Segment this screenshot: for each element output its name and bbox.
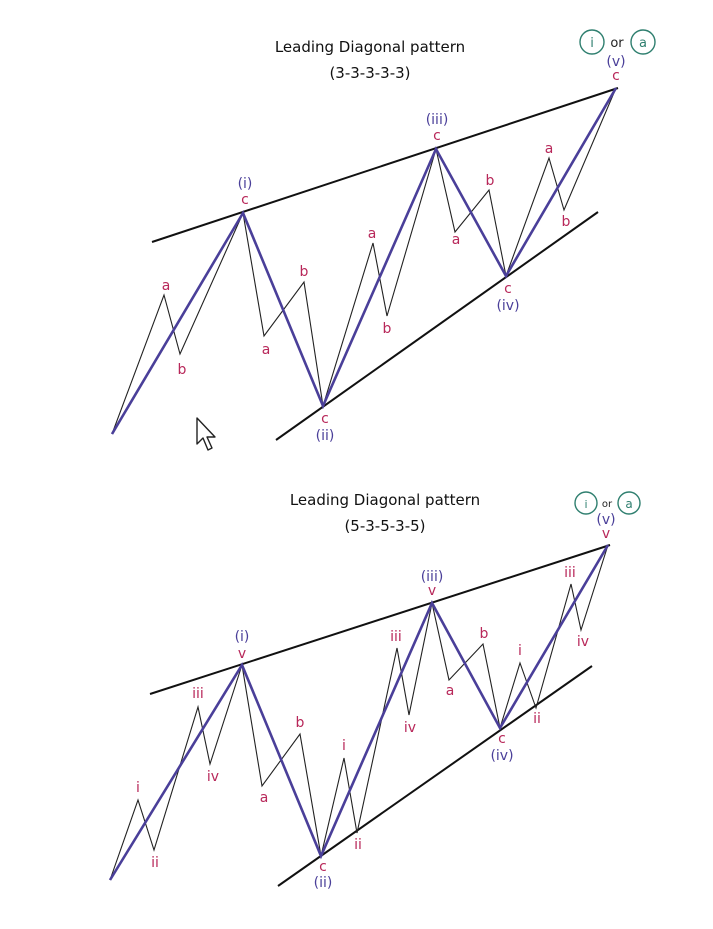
label-w1-i: i: [136, 780, 140, 796]
badge-circle-a: [630, 29, 656, 55]
mouse-pointer-icon: [196, 417, 216, 451]
upper-trendline: [151, 87, 619, 243]
label-w2-a: a: [262, 342, 271, 358]
label-w3-i: i: [342, 738, 346, 754]
main-wave-line: [110, 87, 618, 435]
label-w1-ii: ii: [151, 855, 159, 871]
label-wave-2: (ii): [316, 428, 335, 444]
label-wave-4: (iv): [496, 298, 519, 314]
label-w1-iv: iv: [207, 769, 219, 785]
badge-i: i: [590, 36, 594, 51]
label-w2-c: c: [319, 859, 327, 875]
label-w3-iii: iii: [390, 629, 402, 645]
diagram-subtitle: (5-3-5-3-5): [344, 517, 425, 535]
label-w2-a: a: [260, 790, 269, 806]
label-w4-a: a: [452, 232, 461, 248]
label-w4-c: c: [504, 281, 512, 297]
label-wave-5: (v): [596, 512, 615, 528]
lower-trendline: [275, 211, 599, 441]
label-w3-c: c: [433, 128, 441, 144]
diagram-title: Leading Diagonal pattern: [275, 38, 465, 56]
diagram-3-3-3-3-3: Leading Diagonal pattern (3-3-3-3-3) i o…: [110, 29, 656, 451]
label-w1-c: c: [241, 192, 249, 208]
label-w3-a: a: [368, 226, 377, 242]
badge: i or a: [579, 29, 656, 55]
label-w5-iii: iii: [564, 565, 576, 581]
badge-i: i: [584, 498, 587, 511]
label-w5-ii: ii: [533, 711, 541, 727]
label-w5-iv: iv: [577, 634, 589, 650]
label-w2-b: b: [296, 715, 305, 731]
label-w3-b: b: [383, 321, 392, 337]
diagram-subtitle: (3-3-3-3-3): [329, 64, 410, 82]
label-w3-iv: iv: [404, 720, 416, 736]
label-w5-v: v: [602, 526, 610, 542]
label-w2-c: c: [321, 411, 329, 427]
label-wave-5: (v): [606, 54, 625, 70]
label-wave-1: (i): [235, 629, 250, 645]
badge-a: a: [625, 497, 632, 511]
label-w1-iii: iii: [192, 686, 204, 702]
badge-circle-i: [574, 491, 598, 515]
diagram-title: Leading Diagonal pattern: [290, 491, 480, 509]
label-w5-i: i: [518, 643, 522, 659]
label-w4-b: b: [486, 173, 495, 189]
label-wave-3: (iii): [426, 112, 449, 128]
badge-a: a: [639, 36, 647, 51]
label-w5-b: b: [562, 214, 571, 230]
label-w1-v: v: [238, 646, 246, 662]
badge-circle-i: [579, 29, 605, 55]
badge-or: or: [610, 36, 624, 51]
badge-circle-a: [617, 491, 641, 515]
lower-trendline: [277, 665, 593, 887]
label-w1-b: b: [178, 362, 187, 378]
diagram-5-3-5-3-5: Leading Diagonal pattern (5-3-5-3-5) i o…: [108, 491, 641, 891]
main-wave-line: [108, 544, 610, 881]
label-w5-c: c: [612, 68, 620, 84]
label-w4-a: a: [446, 683, 455, 699]
label-w3-v: v: [428, 583, 436, 599]
label-w1-a: a: [162, 278, 171, 294]
label-w5-a: a: [545, 141, 554, 157]
label-w4-c: c: [498, 731, 506, 747]
label-w2-b: b: [300, 264, 309, 280]
badge: i or a: [574, 491, 641, 515]
badge-or: or: [602, 499, 613, 510]
label-wave-2: (ii): [314, 875, 333, 891]
label-w3-ii: ii: [354, 837, 362, 853]
sub-wave-line: [111, 87, 617, 435]
upper-trendline: [149, 544, 611, 695]
label-wave-3: (iii): [421, 569, 444, 585]
label-wave-1: (i): [238, 176, 253, 192]
label-wave-4: (iv): [490, 748, 513, 764]
label-w4-b: b: [480, 626, 489, 642]
sub-wave-line: [109, 544, 609, 881]
